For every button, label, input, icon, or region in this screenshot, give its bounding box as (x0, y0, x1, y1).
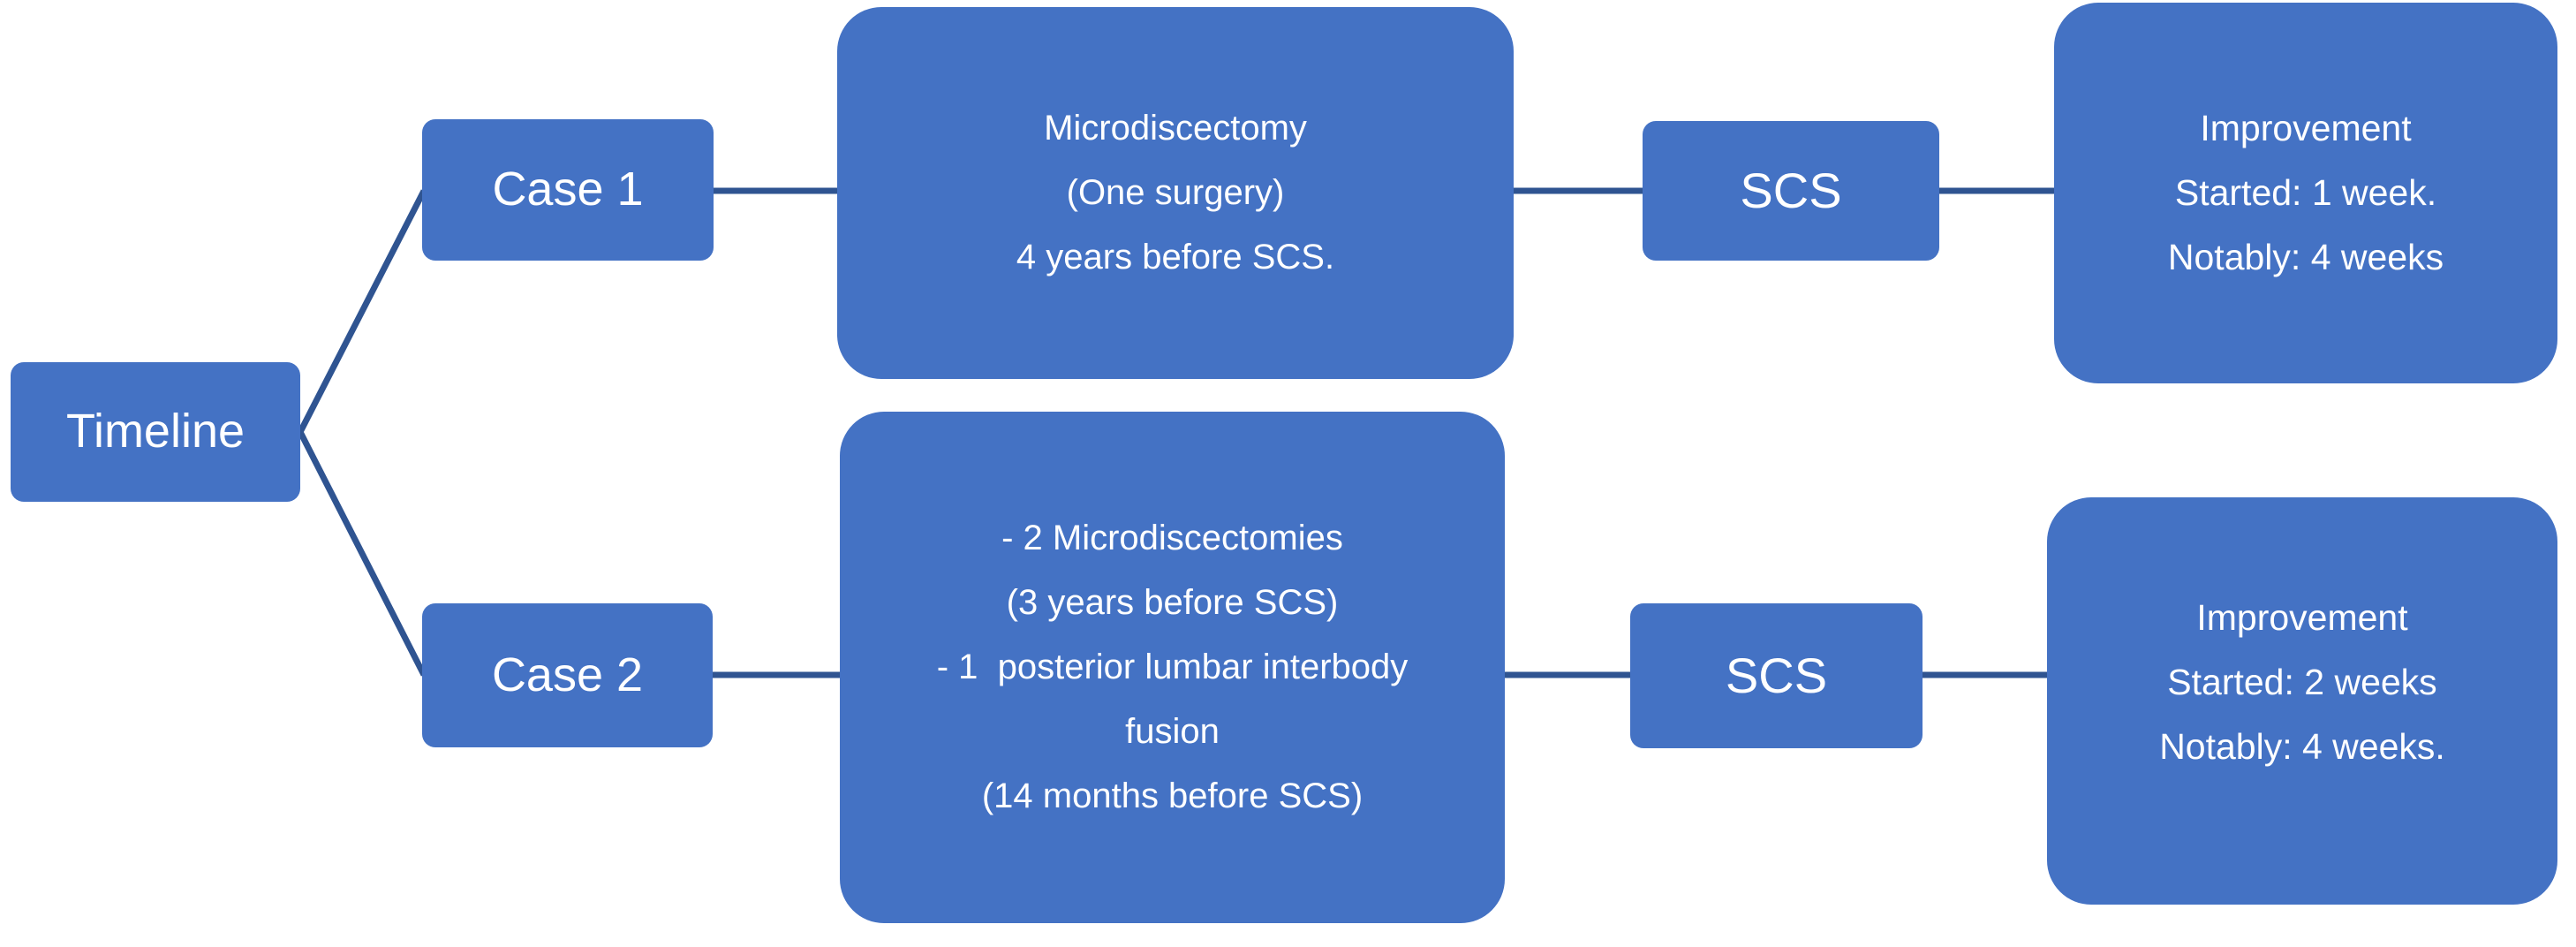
case-1-surgery-history-node: Microdiscectomy (One surgery) 4 years be… (837, 7, 1514, 379)
case-1-label: Case 1 (492, 163, 644, 216)
case-2-node: Case 2 (422, 603, 713, 747)
case-2-label: Case 2 (491, 648, 644, 701)
case-2-history-line: - 2 Microdiscectomies (1001, 519, 1343, 557)
case-1-outcome-line: Notably: 4 weeks (2167, 237, 2444, 277)
case-2-scs-label: SCS (1725, 648, 1828, 704)
case-1-outcome-line: Improvement (2200, 108, 2412, 148)
case-1-scs-node: SCS (1643, 121, 1939, 261)
case-1-history-line: Microdiscectomy (1044, 109, 1307, 148)
case-1-history-line: (One surgery) (1066, 173, 1285, 212)
case-1-scs-label: SCS (1740, 163, 1842, 219)
case-2-history-line: - 1 posterior lumbar interbody (936, 648, 1409, 686)
case-2-surgery-history-node: - 2 Microdiscectomies (3 years before SC… (840, 412, 1505, 923)
case-1-node: Case 1 (422, 119, 714, 261)
connector-timeline-case2 (297, 430, 427, 677)
case-2-history-line: (14 months before SCS) (981, 777, 1364, 815)
case-2-outcome-line: Started: 2 weeks (2167, 662, 2437, 702)
case-2-improvement-node: Improvement Started: 2 weeks Notably: 4 … (2047, 497, 2557, 905)
timeline-root-node: Timeline (11, 362, 300, 502)
connector-timeline-case1 (297, 189, 427, 434)
case-1-outcome-line: Started: 1 week. (2174, 172, 2437, 213)
case-2-history-line: fusion (1125, 712, 1220, 751)
case-1-history-line: 4 years before SCS. (1016, 238, 1335, 277)
case-2-outcome-line: Notably: 4 weeks. (2159, 726, 2445, 767)
timeline-root-label: Timeline (65, 405, 246, 458)
case-2-outcome-line: Improvement (2196, 597, 2408, 638)
case-1-improvement-node: Improvement Started: 1 week. Notably: 4 … (2054, 3, 2557, 383)
case-2-history-line: (3 years before SCS) (1006, 583, 1339, 622)
case-2-scs-node: SCS (1630, 603, 1923, 748)
